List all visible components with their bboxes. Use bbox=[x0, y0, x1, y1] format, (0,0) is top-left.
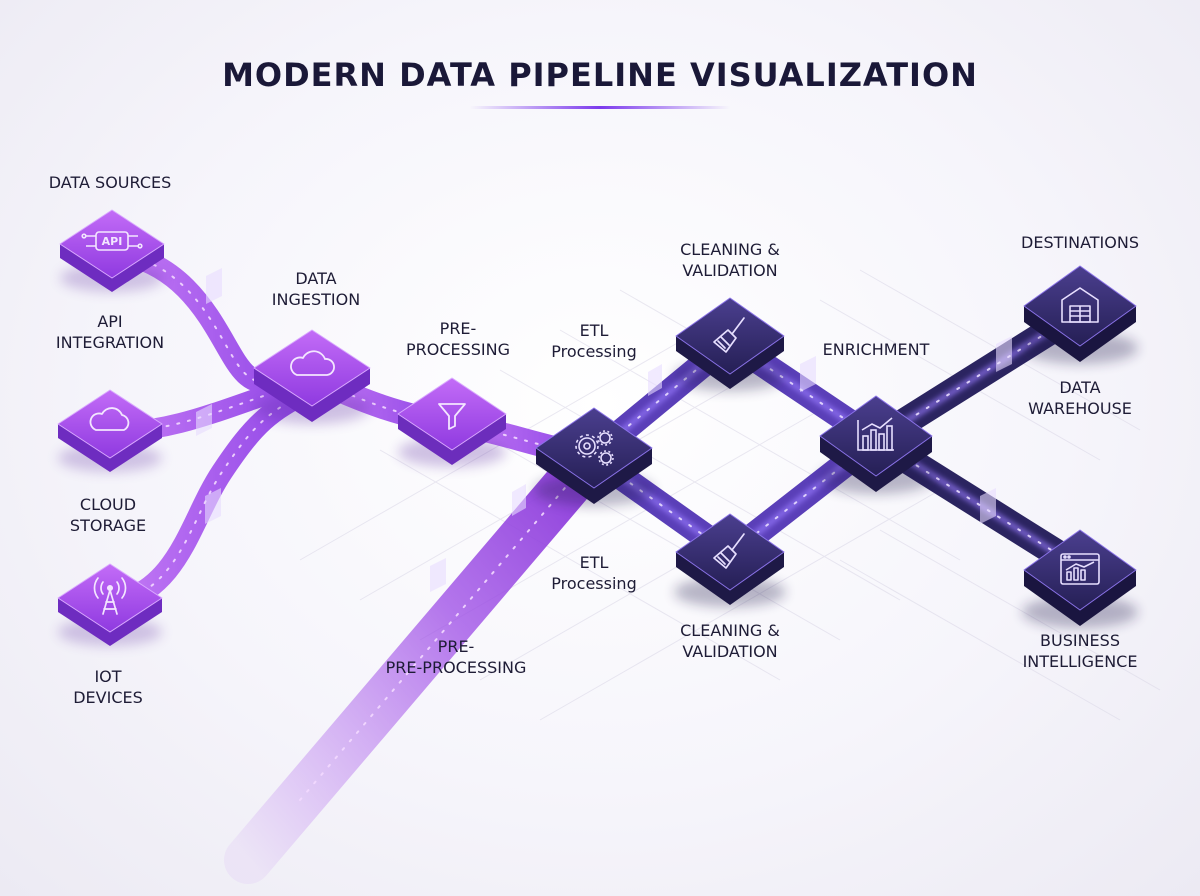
page-title: MODERN DATA PIPELINE VISUALIZATION bbox=[222, 56, 978, 94]
bar-chart-icon bbox=[857, 417, 894, 451]
broom-icon bbox=[713, 317, 745, 353]
node-data-warehouse bbox=[1022, 265, 1138, 364]
label-line: PRE- bbox=[439, 319, 477, 338]
pipeline-nodes: API bbox=[57, 209, 1138, 646]
label-line: DATA SOURCES bbox=[48, 173, 172, 192]
label-enrichment: ENRICHMENT bbox=[823, 339, 930, 360]
label-line: INTELLIGENCE bbox=[1022, 652, 1138, 671]
node-enrichment bbox=[818, 395, 934, 494]
flow-streams-violet bbox=[101, 241, 616, 884]
label-line: DATA bbox=[1059, 378, 1101, 397]
node-cleaning-validation-top bbox=[674, 297, 786, 391]
label-etl-processing-bottom: ETL Processing bbox=[551, 552, 636, 594]
gears-icon bbox=[575, 430, 614, 466]
label-line: DESTINATIONS bbox=[1021, 233, 1139, 252]
label-line: INTEGRATION bbox=[55, 333, 165, 352]
node-cleaning-validation-bottom bbox=[674, 513, 786, 607]
label-line: STORAGE bbox=[69, 516, 147, 535]
label-line: PRE- bbox=[437, 637, 475, 656]
label-line: VALIDATION bbox=[682, 642, 778, 661]
label-line: VALIDATION bbox=[682, 261, 778, 280]
node-cloud-storage bbox=[57, 389, 163, 472]
cloud-icon bbox=[290, 350, 335, 376]
label-line: ETL bbox=[579, 553, 609, 572]
label-line: WAREHOUSE bbox=[1028, 399, 1132, 418]
label-line: PROCESSING bbox=[405, 340, 511, 359]
label-line: CLEANING & bbox=[680, 240, 780, 259]
label-line: ETL bbox=[579, 321, 609, 340]
cloud-icon bbox=[89, 407, 130, 431]
label-line: CLOUD bbox=[79, 495, 137, 514]
label-line: DEVICES bbox=[73, 688, 143, 707]
warehouse-icon bbox=[1061, 287, 1099, 323]
label-iot-devices: IOT DEVICES bbox=[73, 666, 143, 708]
label-line: DATA bbox=[295, 269, 337, 288]
label-data-sources: DATA SOURCES bbox=[49, 172, 172, 193]
broom-icon bbox=[713, 533, 745, 569]
label-line: CLEANING & bbox=[680, 621, 780, 640]
node-etl-processing bbox=[534, 407, 654, 506]
label-business-intelligence: BUSINESS INTELLIGENCE bbox=[1023, 630, 1138, 672]
label-line: PRE-PROCESSING bbox=[385, 658, 527, 677]
floating-panels bbox=[196, 268, 1012, 592]
label-pre-processing-bottom: PRE- PRE-PROCESSING bbox=[386, 636, 527, 678]
node-data-ingestion bbox=[253, 329, 371, 424]
node-api-integration: API bbox=[59, 209, 165, 292]
label-data-warehouse: DATA WAREHOUSE bbox=[1028, 377, 1132, 419]
api-chip-icon: API bbox=[81, 231, 143, 251]
label-line: BUSINESS bbox=[1040, 631, 1120, 650]
node-pre-processing bbox=[397, 377, 507, 467]
funnel-icon bbox=[438, 403, 466, 430]
api-chip-text: API bbox=[102, 235, 123, 248]
label-etl-processing-top: ETL Processing bbox=[551, 320, 636, 362]
label-api-integration: API INTEGRATION bbox=[56, 311, 164, 353]
label-line: Processing bbox=[551, 574, 637, 593]
dashboard-chart-icon bbox=[1060, 553, 1100, 585]
node-business-intelligence bbox=[1022, 529, 1138, 628]
label-line: IOT bbox=[94, 667, 122, 686]
node-iot-devices bbox=[57, 563, 163, 646]
label-data-ingestion: DATA INGESTION bbox=[272, 268, 360, 310]
label-cleaning-validation-bottom: CLEANING & VALIDATION bbox=[680, 620, 780, 662]
label-pre-processing-top: PRE- PROCESSING bbox=[406, 318, 510, 360]
label-line: INGESTION bbox=[271, 290, 361, 309]
label-cleaning-validation-top: CLEANING & VALIDATION bbox=[680, 239, 780, 281]
label-line: ENRICHMENT bbox=[822, 340, 930, 359]
label-line: API bbox=[97, 312, 123, 331]
label-destinations: DESTINATIONS bbox=[1021, 232, 1139, 253]
label-line: Processing bbox=[551, 342, 637, 361]
label-cloud-storage: CLOUD STORAGE bbox=[70, 494, 146, 536]
antenna-tower-icon bbox=[93, 577, 127, 615]
title-underline bbox=[470, 106, 730, 109]
